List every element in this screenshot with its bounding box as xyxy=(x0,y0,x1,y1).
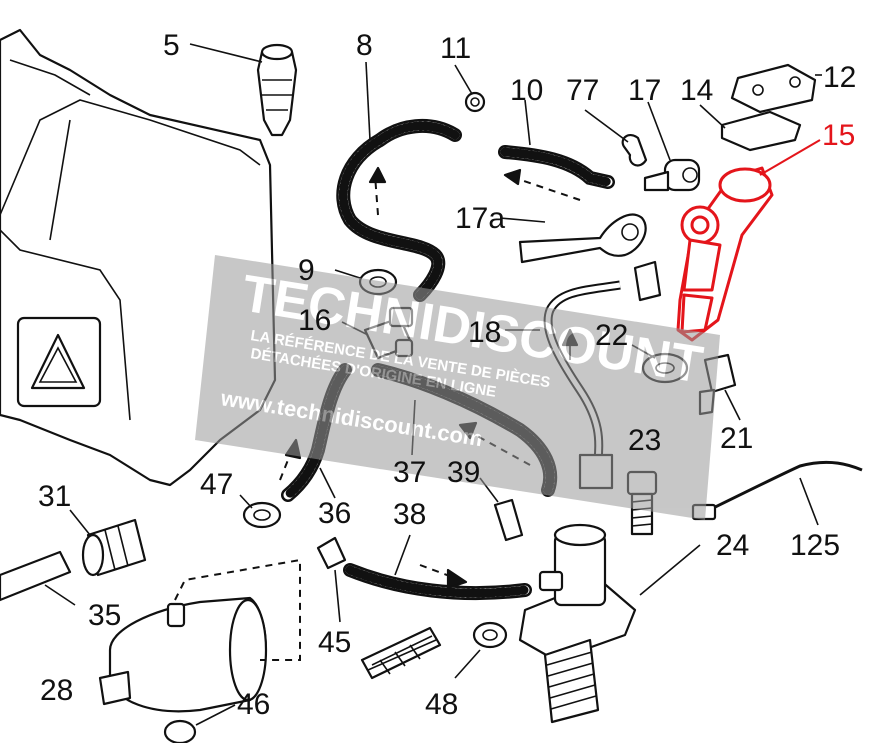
callout-35: 35 xyxy=(88,599,121,632)
callout-38: 38 xyxy=(393,498,426,531)
part-45-clamp xyxy=(316,536,347,623)
callout-8: 8 xyxy=(356,29,373,62)
part-10-hose xyxy=(498,99,615,201)
callout-77: 77 xyxy=(566,74,599,107)
callout-23: 23 xyxy=(628,424,661,457)
callout-47: 47 xyxy=(200,468,233,501)
part-17-fitting xyxy=(643,101,701,192)
callout-125: 125 xyxy=(790,529,840,562)
callout-15: 15 xyxy=(822,119,855,152)
callout-11: 11 xyxy=(440,32,471,65)
callout-17a: 17a xyxy=(455,202,505,235)
callout-5: 5 xyxy=(163,29,180,62)
callout-10: 10 xyxy=(510,74,543,107)
part-35-tube xyxy=(0,550,76,606)
callout-labels: 5 8 11 10 77 17 14 12 15 17a 9 16 18 22 … xyxy=(38,29,856,721)
part-12-flange xyxy=(730,63,822,114)
watermark: TECHNIDISCOUNT LA RÉFÉRENCE DE LA VENTE … xyxy=(195,255,720,520)
callout-36: 36 xyxy=(318,497,351,530)
callout-28: 28 xyxy=(40,674,73,707)
callout-9: 9 xyxy=(298,254,315,287)
callout-17: 17 xyxy=(628,74,661,107)
part-24-fuel-pump xyxy=(518,523,701,724)
callout-12: 12 xyxy=(823,61,856,94)
part-8-hose xyxy=(336,61,462,302)
callout-48: 48 xyxy=(425,688,458,721)
mesh-screen xyxy=(360,626,442,680)
part-31-filter xyxy=(69,509,147,577)
part-5 xyxy=(189,43,298,137)
callout-46: 46 xyxy=(237,688,270,721)
callout-21: 21 xyxy=(720,422,753,455)
callout-39: 39 xyxy=(447,456,480,489)
part-125-sensor xyxy=(691,460,863,526)
callout-31: 31 xyxy=(38,480,71,513)
callout-16: 16 xyxy=(298,304,331,337)
callout-14: 14 xyxy=(680,74,713,107)
part-38-hose xyxy=(343,534,532,601)
callout-37: 37 xyxy=(393,456,426,489)
part-17a-connector xyxy=(499,213,647,264)
callout-22: 22 xyxy=(595,319,628,352)
part-48-clamp xyxy=(454,621,508,679)
callout-24: 24 xyxy=(716,529,749,562)
part-46-clamp xyxy=(163,704,236,743)
part-15-highlighted xyxy=(676,139,821,342)
part-77-clamp xyxy=(584,109,648,167)
part-47-clamp xyxy=(239,494,282,529)
part-11-clip xyxy=(454,64,486,113)
part-14-gasket xyxy=(699,104,802,152)
part-28-fuel-filter xyxy=(98,558,301,713)
callout-18: 18 xyxy=(468,316,501,349)
callout-45: 45 xyxy=(318,626,351,659)
